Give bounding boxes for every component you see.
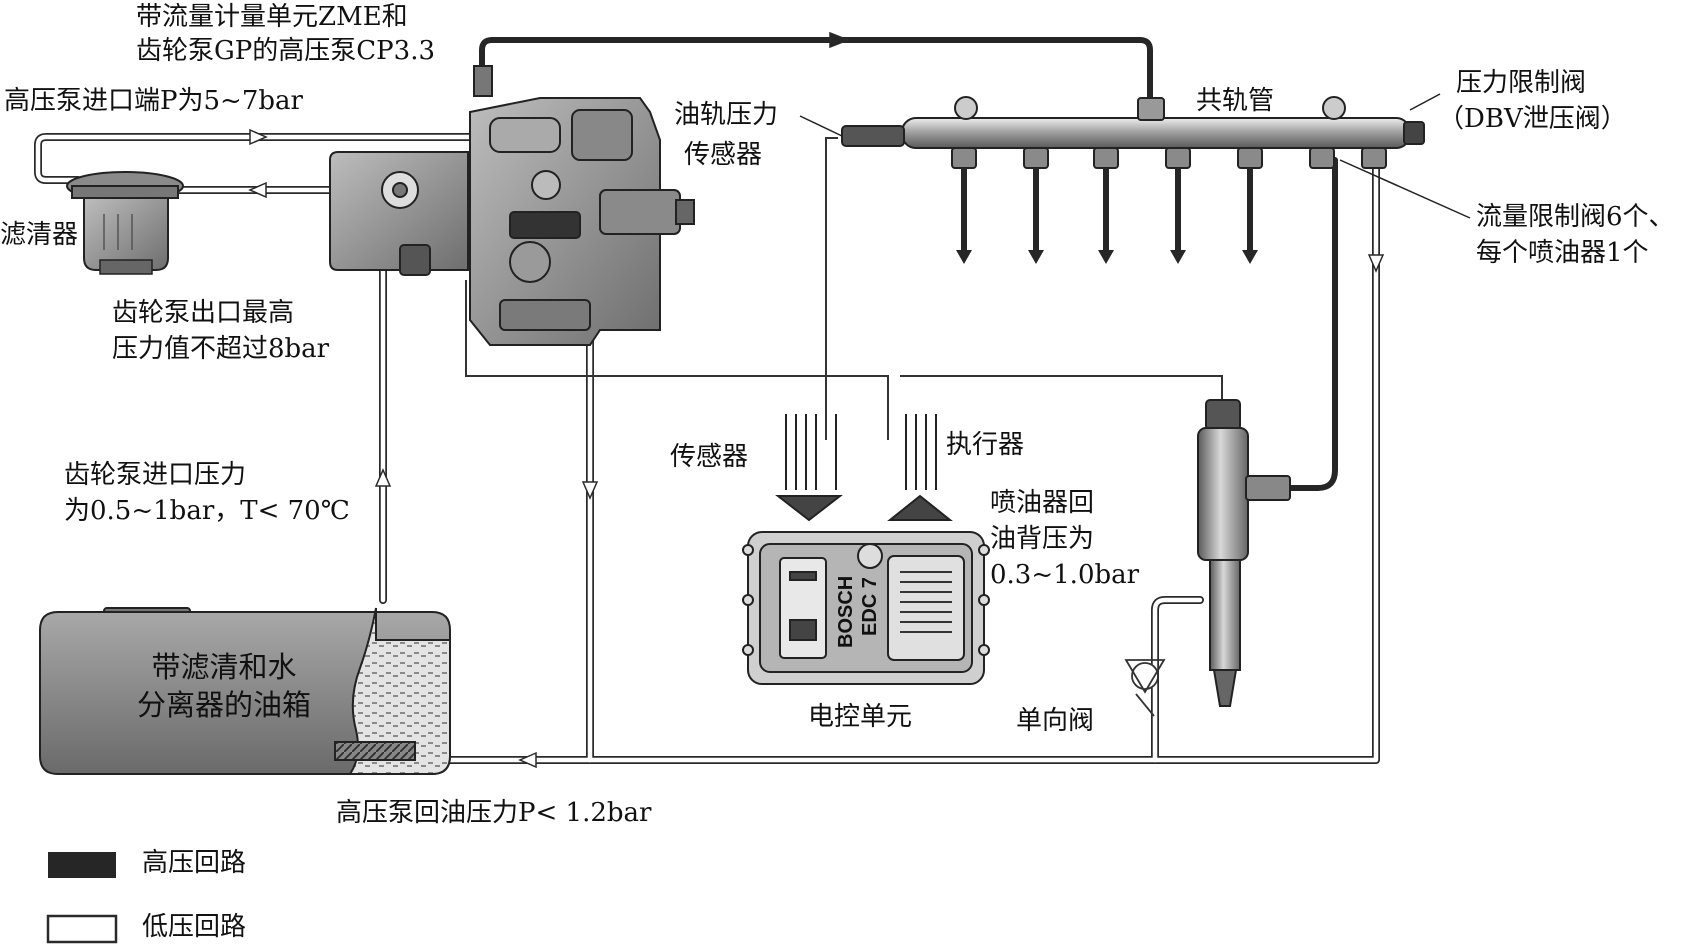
flow-limiter-line2: 每个喷油器1个	[1476, 238, 1649, 268]
rail-return-fitting	[1361, 147, 1387, 169]
gear-pump-inlet-line1: 齿轮泵进口压力	[64, 460, 247, 490]
tank-label-line2: 分离器的油箱	[136, 688, 311, 722]
flow-limiter-line1: 流量限制阀6个、	[1476, 202, 1675, 232]
common-rail-icon	[841, 96, 1425, 149]
ecu-brand-bosch: BOSCH	[835, 576, 857, 648]
check-valve-icon	[1124, 659, 1166, 717]
legend-label-low: 低压回路	[142, 912, 247, 942]
injector-feed-arrow	[956, 250, 972, 264]
injector-return-line3: 0.3~1.0bar	[990, 560, 1140, 590]
sensor-signal-bundle	[775, 414, 843, 522]
flow-arrows	[248, 31, 1385, 769]
actuator-signal-bundle	[887, 414, 953, 521]
dbv-leader	[1409, 93, 1441, 111]
gear-pump-outlet-line2: 压力值不超过8bar	[112, 334, 330, 364]
rail-sensor-line2: 传感器	[684, 140, 763, 170]
fuel-tank-icon	[39, 607, 451, 775]
common-rail-label: 共轨管	[1196, 86, 1275, 116]
rail-outlet-fitting	[1237, 147, 1263, 169]
injector-feed-arrow	[1028, 250, 1044, 264]
gear-pump-outlet-line1: 齿轮泵出口最高	[112, 298, 295, 328]
injector-icon	[1197, 399, 1291, 707]
rail-outlet-fitting	[951, 147, 977, 169]
pressure-limit-valve-line1: 压力限制阀	[1456, 68, 1587, 98]
rail-outlet-fitting	[1023, 147, 1049, 169]
rail-outlet-fitting	[1093, 147, 1119, 169]
ecu-label: 电控单元	[808, 702, 913, 732]
tank-label-line1: 带滤清和水	[151, 650, 297, 684]
check-valve-label: 单向阀	[1016, 706, 1095, 736]
legend-swatch-low	[46, 914, 118, 944]
pump-title-line1: 带流量计量单元ZME和	[136, 2, 408, 32]
sensors-label: 传感器	[670, 442, 749, 472]
actuators-label: 执行器	[946, 430, 1025, 460]
injector-feed-arrow	[1098, 250, 1114, 264]
flow-limiter-leader	[1339, 159, 1471, 219]
pump-title-line2: 齿轮泵GP的高压泵CP3.3	[136, 36, 436, 66]
ecu-brand-edc: EDC 7	[859, 577, 881, 636]
fuel-filter-icon	[66, 171, 184, 275]
signal-wires	[465, 137, 1223, 440]
gear-pump-inlet-line2: 为0.5~1bar，T< 70℃	[64, 496, 350, 526]
low-pressure-lines	[34, 133, 1380, 764]
pump-return-label: 高压泵回油压力P< 1.2bar	[336, 798, 652, 828]
rail-to-injector-line	[1287, 157, 1338, 491]
high-pressure-lines	[479, 37, 1338, 491]
rail-outlet-fitting	[1165, 147, 1191, 169]
legend-label-high: 高压回路	[142, 848, 247, 878]
rail-outlet-fitting	[1309, 147, 1335, 169]
legend	[46, 852, 118, 944]
injector-feed-arrow	[1170, 250, 1186, 264]
rail-sensor-leader	[799, 115, 843, 137]
pressure-limit-valve-line2: （DBV泄压阀）	[1438, 104, 1627, 134]
rail-sensor-line1: 油轨压力	[674, 100, 779, 130]
rail-outlets	[951, 147, 1387, 264]
ecu-icon: BOSCH EDC 7	[742, 531, 990, 685]
injector-feed-arrow	[1242, 250, 1258, 264]
pump-to-rail-line	[479, 37, 1153, 101]
filter-label: 滤清器	[0, 220, 79, 250]
injector-return-line1: 喷油器回	[990, 488, 1095, 518]
pump-inlet-label: 高压泵进口端P为5~7bar	[4, 86, 303, 116]
legend-swatch-high	[48, 852, 116, 878]
injector-return-line2: 油背压为	[990, 524, 1095, 554]
high-pressure-pump-icon	[329, 65, 695, 346]
